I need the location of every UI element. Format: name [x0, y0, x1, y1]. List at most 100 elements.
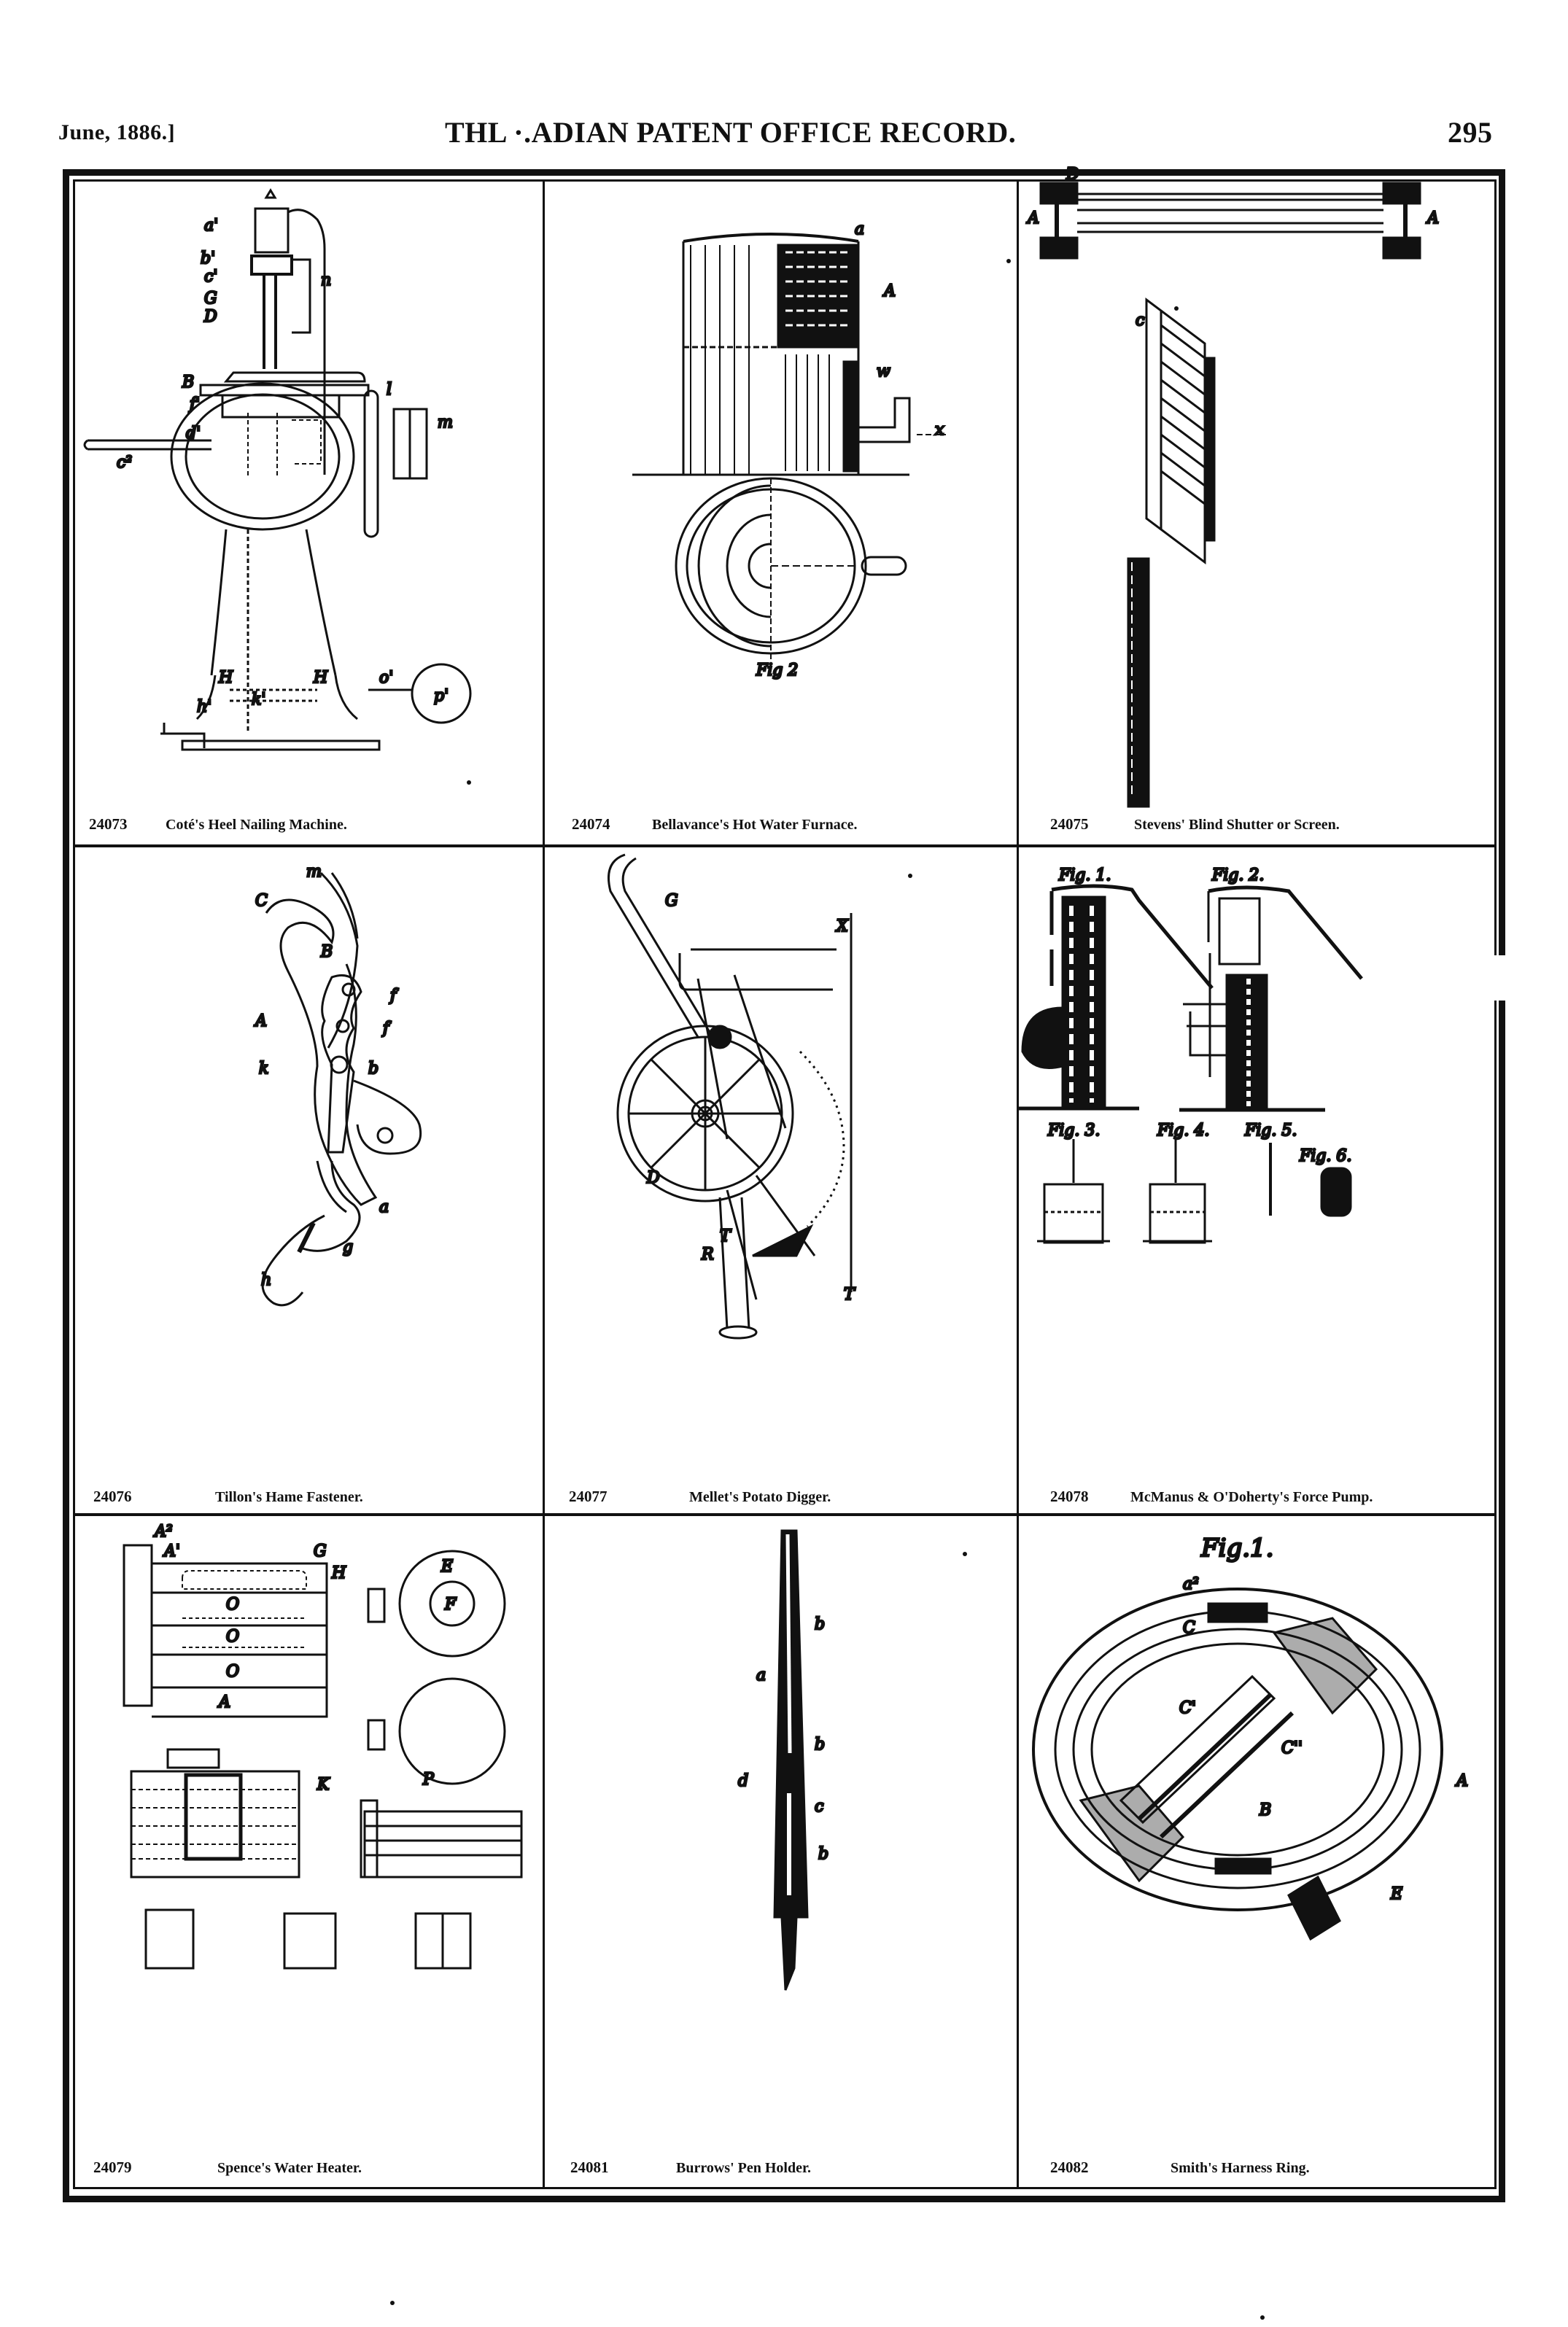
page-number: 295	[1448, 116, 1493, 149]
svg-text:B: B	[182, 373, 194, 392]
patent-caption: 24077 Mellet's Potato Digger.	[569, 1488, 831, 1506]
svg-text:F: F	[444, 1596, 457, 1614]
patent-title: Coté's Heel Nailing Machine.	[166, 817, 347, 833]
svg-text:c': c'	[204, 268, 217, 286]
svg-text:A': A'	[163, 1542, 180, 1561]
print-speck	[1174, 306, 1179, 311]
publication-title: THL ·.ADIAN PATENT OFFICE RECORD.	[445, 116, 1017, 149]
svg-text:R: R	[701, 1246, 714, 1264]
print-speck	[908, 874, 912, 878]
svg-text:E: E	[440, 1558, 453, 1576]
patent-title: Smith's Harness Ring.	[1171, 2160, 1310, 2176]
svg-text:D: D	[646, 1169, 660, 1187]
patent-number: 24074	[572, 815, 610, 833]
svg-text:A: A	[254, 1012, 267, 1030]
svg-text:Fig. 5.: Fig. 5.	[1244, 1122, 1297, 1140]
pen-holder-drawing: b a b d c b	[737, 1516, 830, 2151]
svg-text:Fig. 6.: Fig. 6.	[1299, 1147, 1351, 1165]
patent-title: McManus & O'Doherty's Force Pump.	[1130, 1489, 1373, 1505]
svg-text:h': h'	[197, 698, 211, 716]
svg-text:G: G	[204, 290, 217, 308]
svg-text:Fig. 4.: Fig. 4.	[1157, 1122, 1209, 1140]
heel-nailing-machine-drawing: a' b' c' G D n B f' d' c² l m H H k' h' …	[73, 179, 543, 814]
patent-number: 24082	[1050, 2159, 1089, 2176]
svg-text:G: G	[665, 892, 678, 910]
svg-text:c: c	[815, 1798, 823, 1816]
svg-text:o': o'	[379, 669, 393, 687]
frame-gap	[1488, 955, 1510, 1001]
svg-text:p': p'	[434, 687, 449, 705]
svg-text:b: b	[368, 1060, 379, 1078]
svg-text:X: X	[835, 917, 849, 936]
row-divider	[73, 844, 1497, 847]
svg-text:A: A	[1455, 1772, 1468, 1790]
svg-text:O: O	[226, 1663, 239, 1681]
print-speck	[390, 2301, 395, 2305]
patent-title: Spence's Water Heater.	[217, 2160, 362, 2176]
svg-text:C'': C''	[1281, 1739, 1303, 1757]
print-speck	[1260, 2315, 1265, 2320]
svg-text:Fig 2: Fig 2	[756, 661, 798, 680]
patent-number: 24078	[1050, 1488, 1089, 1505]
svg-text:c²: c²	[117, 454, 132, 472]
patent-caption: 24082 Smith's Harness Ring.	[1050, 2159, 1310, 2177]
patent-caption: 24079 Spence's Water Heater.	[93, 2159, 362, 2177]
patent-number: 24075	[1050, 815, 1089, 833]
svg-text:c: c	[1136, 311, 1144, 330]
svg-text:k': k'	[252, 691, 265, 709]
svg-text:g: g	[343, 1238, 353, 1256]
svg-text:Fig. 3.: Fig. 3.	[1047, 1122, 1100, 1140]
svg-text:C': C'	[1179, 1699, 1196, 1717]
svg-text:P: P	[422, 1771, 435, 1789]
svg-text:b: b	[815, 1736, 825, 1754]
svg-text:x: x	[935, 421, 944, 439]
svg-text:f': f'	[188, 395, 200, 413]
patent-caption: 24076 Tillon's Hame Fastener.	[93, 1488, 363, 1506]
svg-text:m: m	[306, 863, 322, 881]
svg-text:A: A	[217, 1693, 230, 1712]
svg-text:d: d	[738, 1772, 748, 1790]
svg-text:T: T	[844, 1286, 856, 1304]
hame-fastener-drawing: C m B A f f b k a g h	[253, 862, 543, 1482]
svg-text:b: b	[815, 1615, 825, 1633]
svg-text:D: D	[203, 308, 217, 326]
svg-text:A: A	[1026, 209, 1039, 228]
svg-text:l: l	[387, 381, 392, 399]
svg-text:m: m	[438, 413, 453, 432]
row-divider	[73, 1513, 1497, 1516]
svg-text:B: B	[1259, 1801, 1271, 1819]
inner-frame	[73, 179, 1497, 2189]
patent-number: 24077	[569, 1488, 608, 1505]
outer-frame	[63, 169, 1505, 2202]
hot-water-furnace-drawing: a A w x Fig 2	[545, 220, 1017, 681]
svg-text:h: h	[261, 1271, 271, 1289]
svg-text:D: D	[1066, 166, 1079, 184]
svg-text:G: G	[314, 1542, 327, 1561]
print-speck	[1006, 259, 1011, 263]
patent-caption: 24075 Stevens' Blind Shutter or Screen.	[1050, 815, 1340, 834]
svg-text:A: A	[882, 282, 896, 300]
svg-text:a: a	[756, 1666, 766, 1685]
svg-text:Fig.1.: Fig.1.	[1200, 1534, 1273, 1563]
svg-text:a': a'	[204, 217, 218, 235]
svg-text:a: a	[855, 220, 864, 238]
svg-text:k: k	[259, 1060, 268, 1078]
column-divider	[543, 179, 545, 2189]
svg-text:C: C	[1183, 1619, 1195, 1637]
svg-text:n: n	[321, 271, 331, 290]
svg-text:E: E	[1390, 1885, 1402, 1903]
svg-text:O: O	[226, 1596, 239, 1614]
patent-title: Mellet's Potato Digger.	[689, 1489, 831, 1505]
patent-caption: 24081 Burrows' Pen Holder.	[570, 2159, 811, 2177]
svg-text:K: K	[317, 1776, 330, 1794]
patent-caption: 24073 Coté's Heel Nailing Machine.	[89, 815, 347, 834]
patent-number: 24081	[570, 2159, 609, 2176]
patent-title: Stevens' Blind Shutter or Screen.	[1134, 817, 1340, 833]
svg-text:Fig. 1.: Fig. 1.	[1058, 866, 1111, 885]
patent-title: Tillon's Hame Fastener.	[215, 1489, 363, 1505]
svg-text:B: B	[320, 943, 333, 961]
column-divider	[1017, 179, 1019, 2189]
svg-text:H: H	[331, 1564, 346, 1582]
svg-text:H: H	[313, 669, 328, 687]
svg-text:C: C	[255, 892, 268, 910]
